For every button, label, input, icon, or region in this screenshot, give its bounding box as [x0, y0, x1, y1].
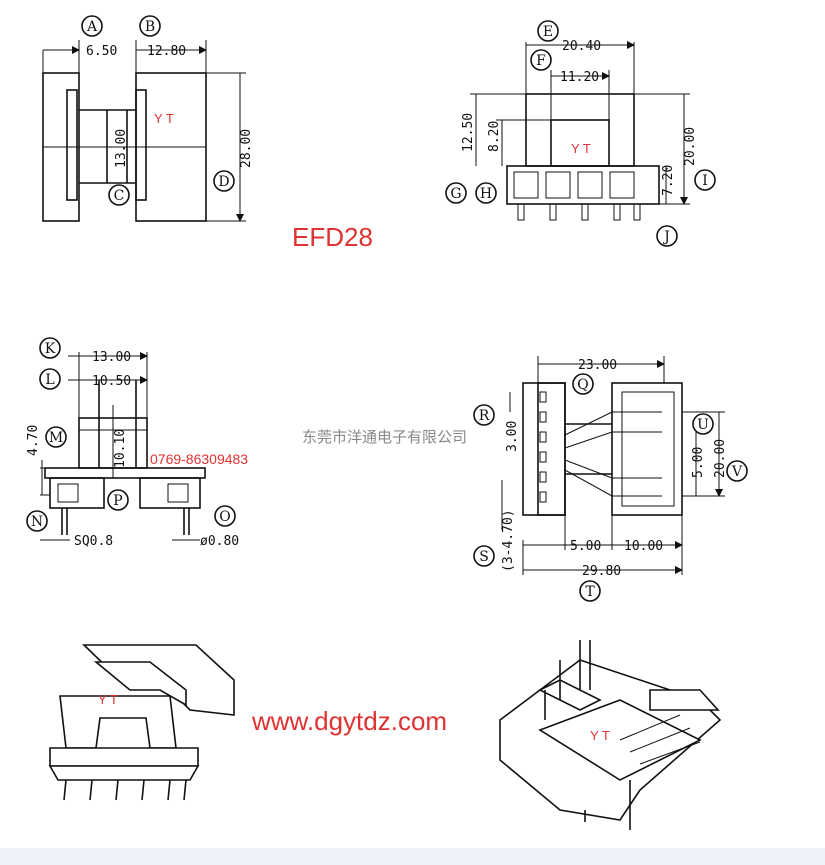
- dim-n: SQ0.8: [74, 534, 113, 549]
- dim-a: 6.50: [86, 44, 117, 59]
- label-q: Q: [572, 373, 594, 395]
- watermark-3: Y T: [98, 692, 118, 707]
- core-front-view: [42, 40, 246, 222]
- label-l: L: [39, 368, 61, 390]
- phone: 0769-86309483: [150, 451, 248, 467]
- svg-text:J: J: [662, 229, 670, 245]
- svg-text:Q: Q: [577, 377, 588, 393]
- svg-text:B: B: [145, 19, 155, 35]
- dim-m: 4.70: [26, 425, 41, 456]
- label-h: H: [475, 182, 497, 204]
- svg-text:C: C: [114, 188, 125, 204]
- label-b: B: [139, 15, 161, 37]
- label-r: R: [473, 404, 495, 426]
- dim-c: 13.00: [114, 129, 129, 168]
- svg-text:S: S: [479, 549, 489, 565]
- title: EFD28: [292, 222, 373, 252]
- svg-text:I: I: [702, 173, 708, 189]
- svg-text:F: F: [536, 53, 546, 69]
- bobbin-isometric-view: [499, 640, 722, 830]
- watermark-2: Y T: [571, 141, 591, 156]
- dim-t: 29.80: [582, 564, 621, 579]
- label-v: V: [726, 460, 748, 482]
- label-g: G: [445, 182, 467, 204]
- label-d: D: [213, 170, 235, 192]
- label-e: E: [537, 20, 559, 42]
- svg-text:T: T: [585, 584, 595, 600]
- dim-s: (3-4.70): [501, 509, 516, 572]
- label-o: O: [214, 505, 236, 527]
- svg-text:N: N: [31, 514, 43, 530]
- label-i: I: [694, 169, 716, 191]
- label-t: T: [579, 580, 601, 602]
- dim-u: 5.00: [691, 447, 706, 478]
- label-j: J: [656, 225, 678, 247]
- dim-e: 20.40: [562, 39, 601, 54]
- dim-p: 10.10: [113, 429, 128, 468]
- label-k: K: [39, 337, 61, 359]
- dim-v: 20.00: [713, 439, 728, 478]
- label-p: P: [107, 489, 129, 511]
- dim-s1: 5.00: [570, 539, 601, 554]
- svg-text:M: M: [49, 430, 63, 446]
- dim-o: ø0.80: [200, 534, 239, 549]
- svg-text:L: L: [45, 372, 54, 388]
- website: www.dgytdz.com: [251, 706, 447, 736]
- dim-r: 3.00: [505, 421, 520, 452]
- dim-i: 20.00: [683, 127, 698, 166]
- label-s: S: [473, 545, 495, 567]
- core-side-view: [470, 41, 690, 221]
- dim-g: 12.50: [461, 113, 476, 152]
- svg-text:O: O: [219, 509, 230, 525]
- bobbin-top-view: [501, 356, 725, 575]
- svg-text:R: R: [479, 408, 490, 424]
- dim-s2: 10.00: [624, 539, 663, 554]
- dim-q: 23.00: [578, 358, 617, 373]
- dim-l: 10.50: [92, 374, 131, 389]
- label-c: C: [108, 184, 130, 206]
- svg-text:G: G: [450, 186, 461, 202]
- svg-text:U: U: [697, 417, 709, 433]
- svg-text:D: D: [218, 174, 229, 190]
- label-u: U: [692, 413, 714, 435]
- label-a: A: [81, 15, 103, 37]
- company-name: 东莞市洋通电子有限公司: [302, 428, 467, 446]
- dim-k: 13.00: [92, 350, 131, 365]
- footer-band: [0, 848, 825, 865]
- dim-d: 28.00: [239, 129, 254, 168]
- dim-h: 8.20: [487, 121, 502, 152]
- svg-text:H: H: [480, 186, 492, 202]
- svg-text:E: E: [543, 24, 553, 40]
- svg-text:V: V: [731, 464, 743, 480]
- watermark-4: Y T: [590, 728, 610, 743]
- core-isometric-view: [48, 644, 235, 801]
- label-n: N: [26, 510, 48, 532]
- svg-text:A: A: [86, 19, 98, 35]
- svg-text:P: P: [113, 493, 122, 509]
- label-m: M: [45, 426, 67, 448]
- dim-b: 12.80: [147, 44, 186, 59]
- svg-text:K: K: [45, 341, 56, 357]
- watermark-1: Y T: [154, 111, 174, 126]
- dim-f: 11.20: [560, 70, 599, 85]
- dim-j: 7.20: [661, 165, 676, 196]
- bobbin-front-view: [40, 352, 206, 541]
- label-f: F: [530, 49, 552, 71]
